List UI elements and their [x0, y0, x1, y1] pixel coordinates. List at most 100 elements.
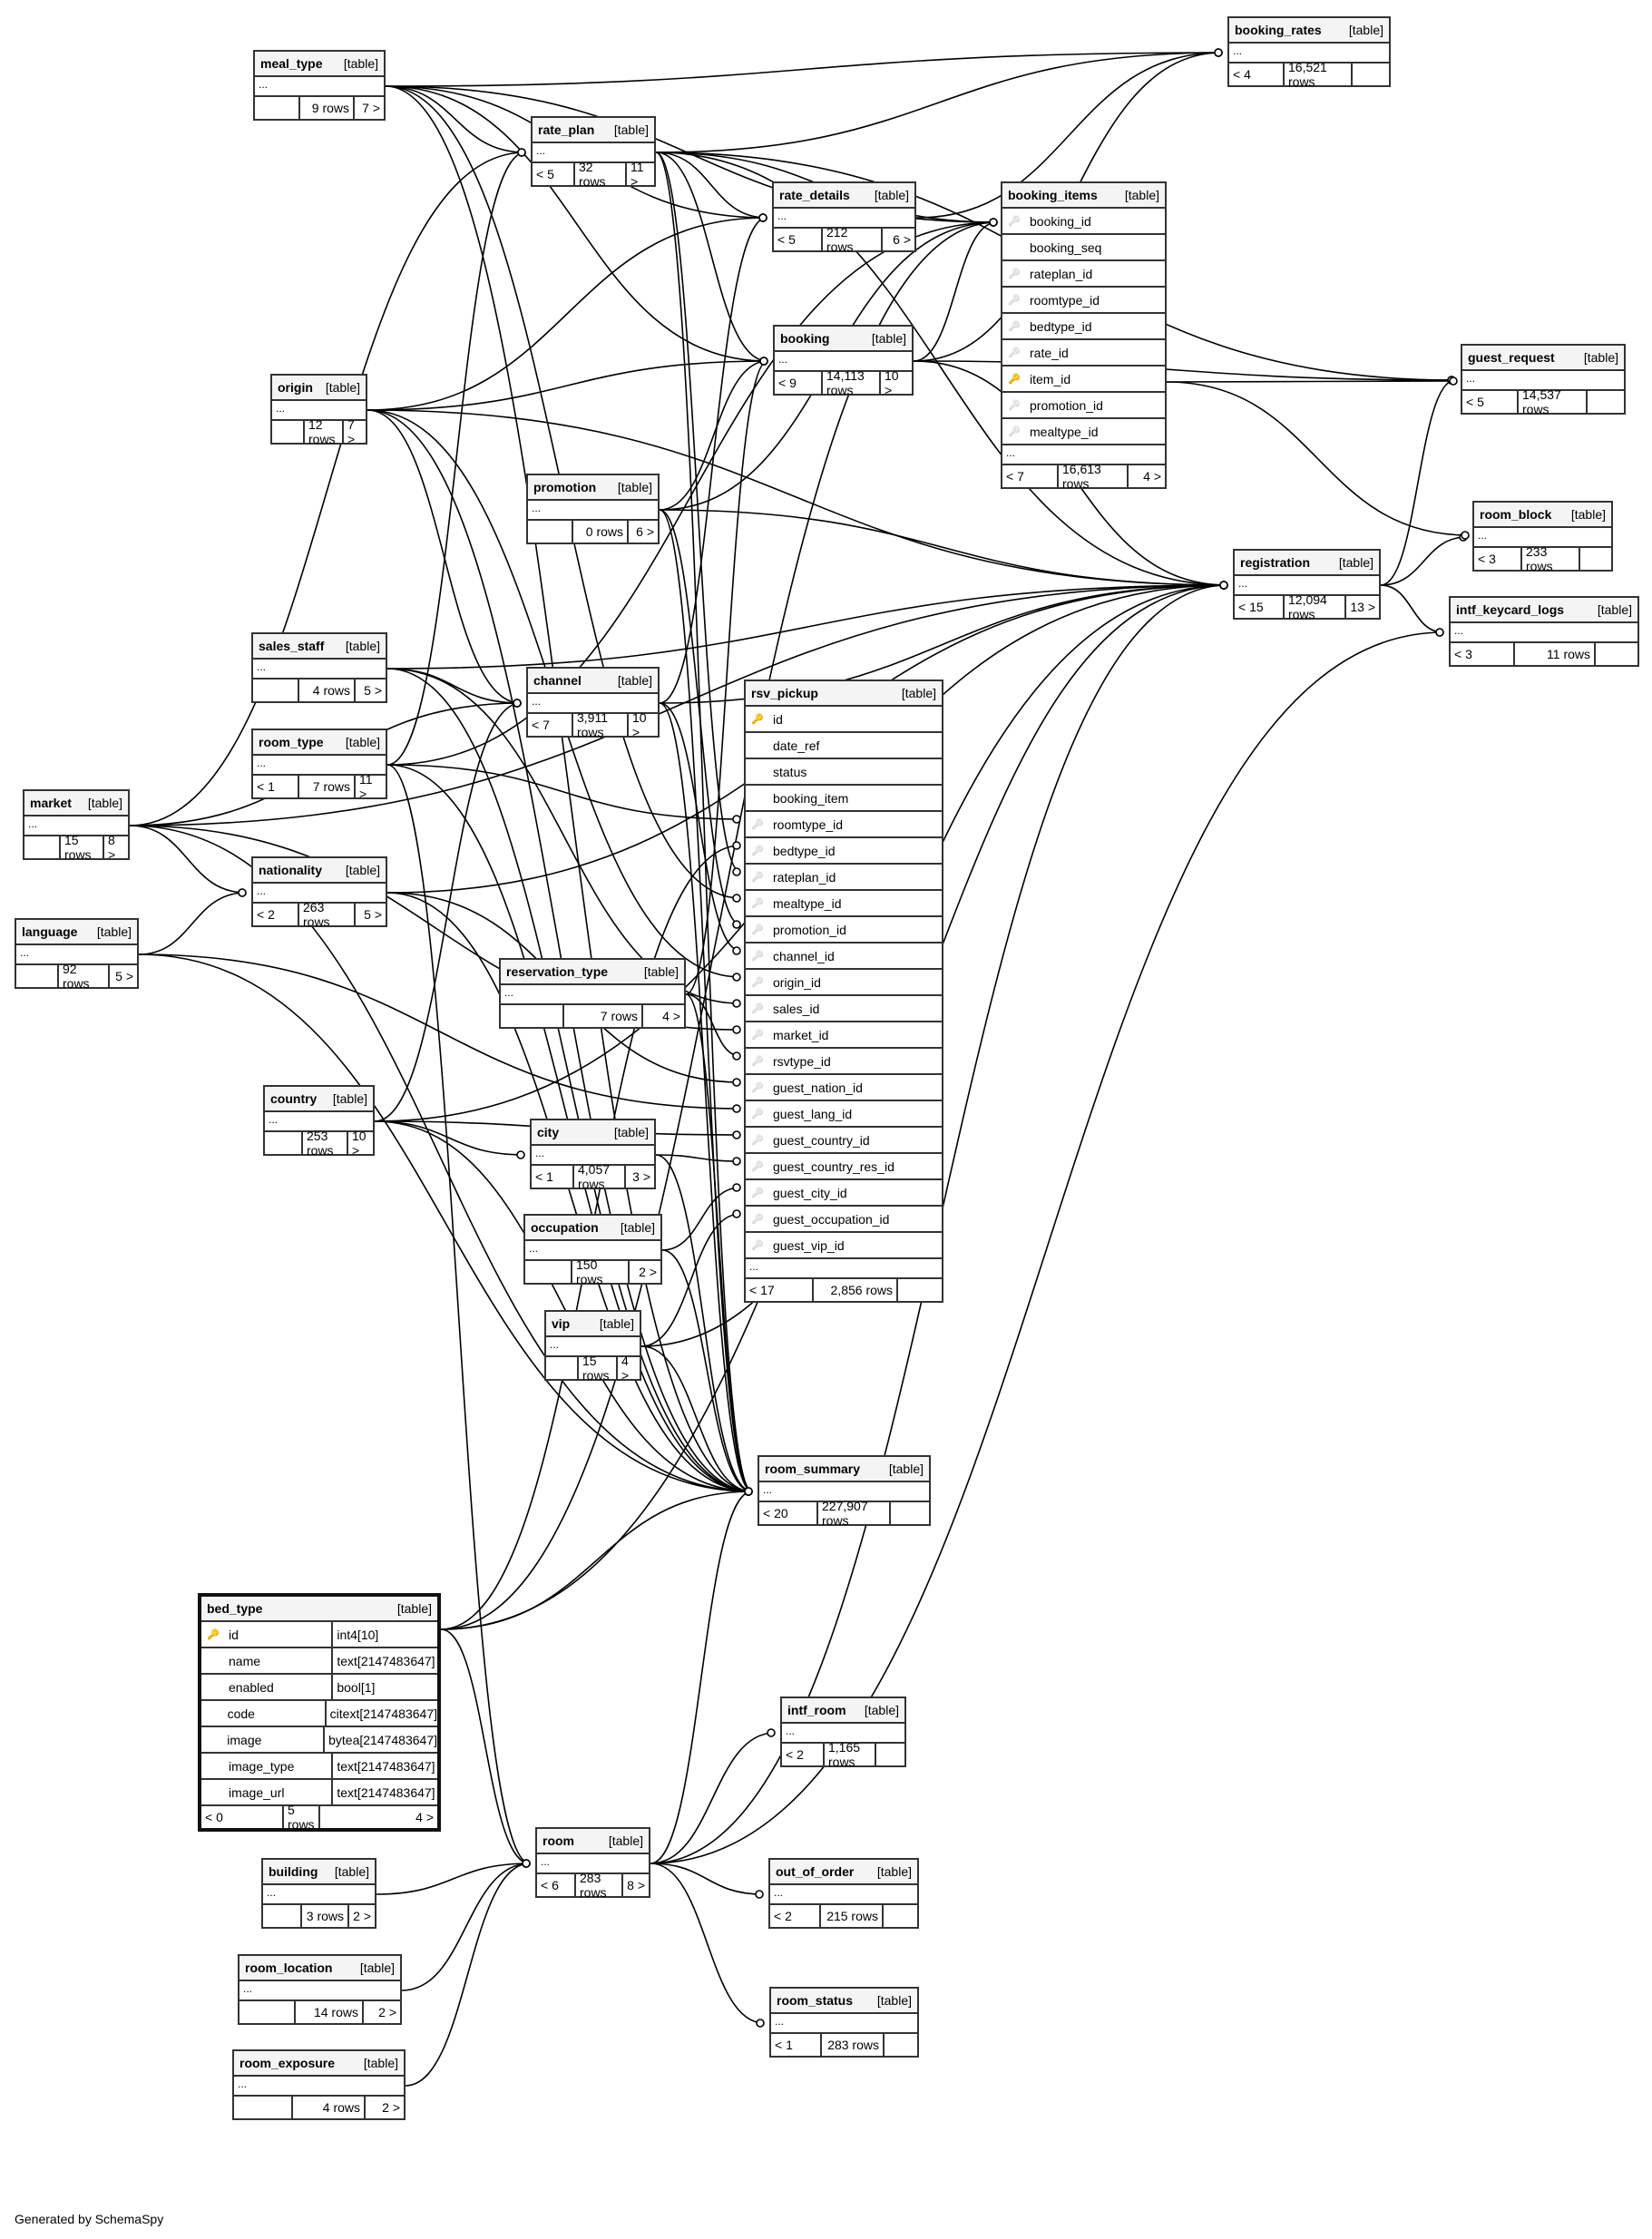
child-count[interactable] [885, 2034, 917, 2056]
table-name[interactable]: room_exposure [239, 2056, 336, 2070]
child-count[interactable]: 10 > [632, 710, 647, 739]
parent-count[interactable] [525, 1261, 572, 1283]
child-count[interactable] [891, 1502, 929, 1524]
column-row[interactable]: 🔑promotion_id [746, 917, 942, 944]
child-count[interactable]: 3 > [632, 1169, 650, 1184]
child-count[interactable] [1353, 64, 1389, 85]
column-row[interactable]: 🔑origin_id [746, 970, 942, 996]
table-name[interactable]: bed_type [207, 1601, 263, 1616]
child-count[interactable] [884, 1905, 917, 1927]
column-row[interactable]: 🔑roomtype_id [746, 812, 942, 838]
column-row[interactable]: 🔑rsvtype_id [746, 1049, 942, 1075]
column-row[interactable]: 🔑promotion_id [1002, 393, 1165, 419]
parent-count[interactable]: < 20 [759, 1502, 818, 1524]
child-count[interactable]: 7 > [362, 101, 380, 115]
parent-count[interactable]: < 0 [201, 1806, 284, 1828]
parent-count[interactable] [501, 1005, 564, 1027]
child-count[interactable]: 13 > [1350, 600, 1375, 614]
table-name[interactable]: building [269, 1864, 318, 1879]
column-row[interactable]: 🔑rateplan_id [1002, 261, 1165, 288]
child-count[interactable]: 2 > [378, 2005, 396, 2019]
parent-count[interactable]: < 6 [537, 1874, 576, 1896]
column-row[interactable]: 🔑guest_country_id [746, 1128, 942, 1154]
column-row[interactable]: 🔑guest_country_res_id [746, 1154, 942, 1180]
table-name[interactable]: booking_rates [1235, 23, 1322, 37]
child-count[interactable]: 8 > [108, 833, 116, 862]
table-name[interactable]: registration [1240, 555, 1311, 570]
column-row[interactable]: booking_item [746, 786, 942, 812]
child-count[interactable]: 5 > [364, 907, 382, 922]
parent-count[interactable] [263, 1905, 302, 1927]
table-name[interactable]: booking [780, 331, 830, 346]
child-count[interactable]: 5 > [115, 969, 133, 983]
child-count[interactable]: 10 > [352, 1129, 367, 1158]
parent-count[interactable] [255, 97, 300, 119]
child-count[interactable]: 5 > [364, 683, 382, 698]
parent-count[interactable] [234, 2097, 293, 2118]
table-name[interactable]: rate_plan [538, 122, 595, 137]
table-name[interactable]: sales_staff [259, 639, 325, 653]
parent-count[interactable]: < 7 [1002, 465, 1059, 487]
table-name[interactable]: room_summary [765, 1462, 861, 1476]
parent-count[interactable] [253, 680, 299, 701]
table-name[interactable]: meal_type [260, 56, 323, 71]
parent-count[interactable]: < 2 [782, 1744, 825, 1765]
column-row[interactable]: 🔑guest_vip_id [746, 1233, 942, 1259]
table-name[interactable]: market [30, 796, 72, 810]
table-name[interactable]: occupation [531, 1220, 599, 1235]
child-count[interactable]: 2 > [639, 1265, 657, 1279]
parent-count[interactable] [272, 421, 305, 443]
column-row[interactable]: 🔑guest_city_id [746, 1180, 942, 1207]
column-row[interactable]: 🔑mealtype_id [746, 891, 942, 917]
parent-count[interactable] [528, 521, 573, 543]
child-count[interactable]: 8 > [627, 1878, 645, 1892]
child-count[interactable] [1596, 643, 1637, 665]
child-count[interactable]: 11 > [630, 160, 644, 189]
table-name[interactable]: city [537, 1125, 560, 1139]
table-name[interactable]: room_type [259, 735, 324, 749]
column-row[interactable]: 🔑mealtype_id [1002, 419, 1165, 445]
table-name[interactable]: intf_keycard_logs [1456, 602, 1565, 617]
column-row[interactable]: date_ref [746, 733, 942, 759]
parent-count[interactable]: < 5 [1462, 391, 1519, 413]
parent-count[interactable] [239, 2001, 296, 2023]
column-row[interactable]: 🔑guest_nation_id [746, 1075, 942, 1101]
parent-count[interactable]: < 2 [770, 1905, 821, 1927]
column-row[interactable]: 🔑rateplan_id [746, 865, 942, 891]
child-count[interactable]: 2 > [353, 1909, 371, 1923]
table-name[interactable]: room_location [245, 1960, 333, 1975]
child-count[interactable]: 11 > [359, 772, 373, 801]
child-count[interactable]: 4 > [1143, 469, 1161, 484]
table-name[interactable]: room [543, 1833, 574, 1848]
column-row[interactable]: 🔑rate_id [1002, 340, 1165, 367]
parent-count[interactable]: < 5 [533, 163, 575, 185]
parent-count[interactable]: < 9 [775, 372, 823, 394]
child-count[interactable] [898, 1279, 942, 1301]
child-count[interactable]: 4 > [415, 1810, 434, 1824]
child-count[interactable]: 10 > [885, 368, 899, 397]
column-row[interactable]: 🔑bedtype_id [746, 838, 942, 865]
column-row[interactable]: status [746, 759, 942, 786]
